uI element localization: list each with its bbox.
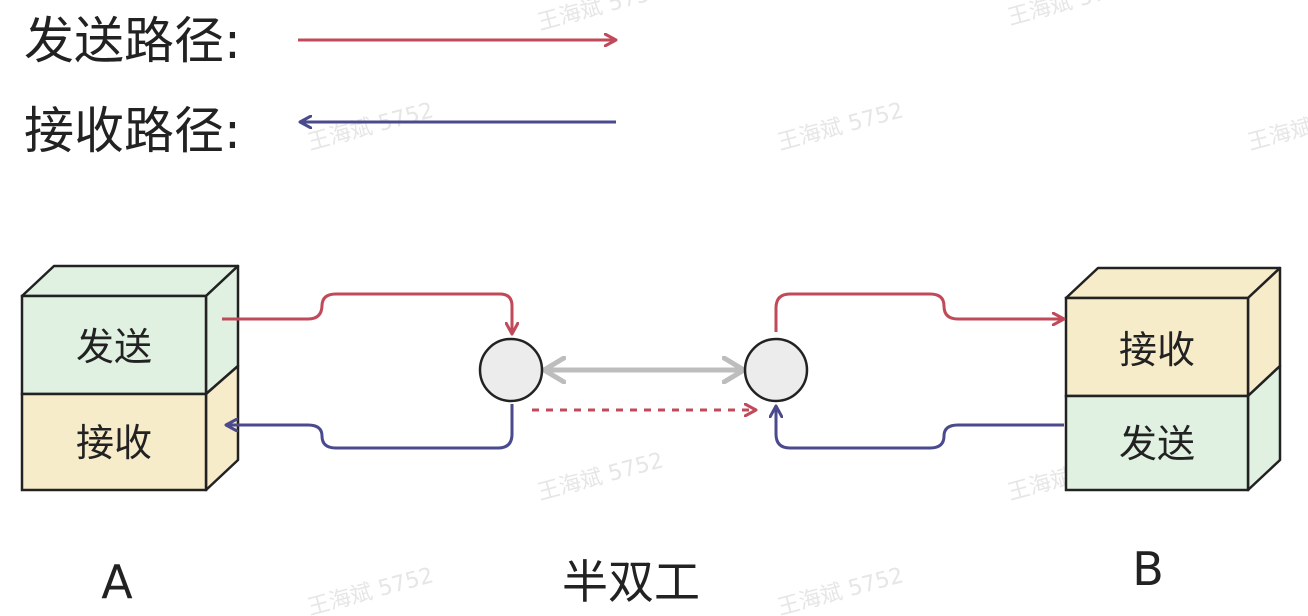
- station-a-name: A: [101, 555, 133, 609]
- node-b: [743, 337, 809, 403]
- station-b-top-face: [1064, 266, 1282, 300]
- watermark: 王海斌 5752: [535, 448, 666, 506]
- station-b-send-label: 发送: [1119, 422, 1195, 466]
- station-a-send-path: [222, 292, 512, 334]
- watermark: 王海斌 5752: [775, 563, 906, 616]
- watermark: 王海斌 5752: [535, 0, 666, 36]
- station-b-name: B: [1132, 542, 1164, 596]
- station-b-receive-label: 接收: [1119, 328, 1195, 372]
- station-b-receive-block: [1064, 296, 1250, 398]
- watermark: 王海斌 5752: [305, 563, 436, 616]
- station-b-send-path: [776, 406, 1064, 450]
- mode-label: 半双工: [562, 555, 700, 609]
- node-a: [478, 337, 544, 403]
- station-b: 接收 发送: [1064, 266, 1282, 492]
- watermark: 王海斌 5752: [775, 98, 906, 156]
- station-a: 发送 接收: [20, 264, 240, 492]
- watermark: 王海斌 5752: [305, 98, 436, 156]
- legend-send-label: 发送路径:: [24, 12, 241, 70]
- legend-receive-label: 接收路径:: [24, 102, 241, 160]
- station-b-receive-path: [774, 292, 1064, 332]
- station-a-receive-label: 接收: [76, 421, 152, 465]
- station-a-top-face: [20, 264, 240, 298]
- watermark: 王海斌 5752: [1005, 0, 1136, 31]
- station-a-send-label: 发送: [76, 325, 152, 369]
- legend: 发送路径: 接收路径:: [24, 12, 616, 160]
- station-b-send-block: [1064, 394, 1250, 492]
- station-a-receive-path: [226, 404, 514, 450]
- station-a-receive-block: [20, 392, 208, 492]
- watermark: 王海斌 5752: [1245, 98, 1308, 156]
